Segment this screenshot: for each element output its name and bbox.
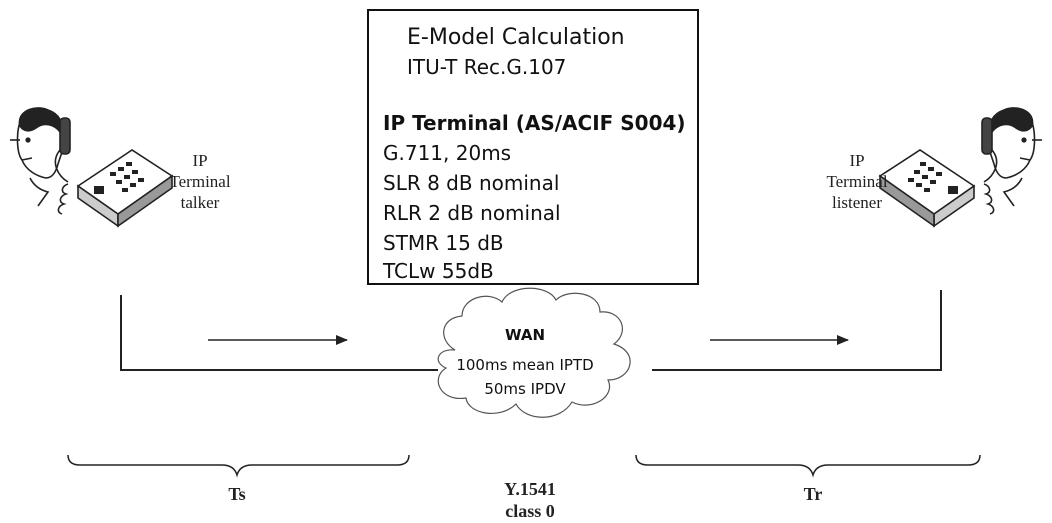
- network-class-label: Y.1541 class 0: [470, 478, 590, 522]
- cloud-icon: [437, 287, 631, 418]
- listener-label-line: IP: [849, 151, 865, 170]
- param-line: G.711, 20ms: [383, 141, 512, 165]
- listener-label: IP Terminal listener: [797, 150, 917, 213]
- ts-label: Ts: [228, 484, 246, 504]
- talker-label-line: Terminal: [169, 172, 231, 191]
- tr-brace: [635, 454, 981, 478]
- info-box-subtitle: ITU-T Rec.G.107: [407, 55, 567, 79]
- talker-label-line: talker: [180, 193, 220, 212]
- network-class-line1: Y.1541: [504, 479, 556, 499]
- param-line: RLR 2 dB nominal: [383, 201, 561, 225]
- wan-ipdv: 50ms IPDV: [484, 380, 566, 398]
- param-line: SLR 8 dB nominal: [383, 171, 560, 195]
- terminal-title: IP Terminal (AS/ACIF S004): [383, 111, 686, 135]
- tr-label: Tr: [803, 484, 823, 504]
- network-class-line2: class 0: [505, 501, 555, 521]
- listener-label-line: Terminal: [826, 172, 888, 191]
- left-person-on-phone-icon: [10, 107, 174, 228]
- info-box-title: E-Model Calculation: [407, 25, 625, 50]
- connection-path: [120, 290, 942, 371]
- ts-brace: [67, 454, 410, 478]
- e-model-info-box: E-Model Calculation ITU-T Rec.G.107 IP T…: [367, 9, 699, 285]
- right-person-on-phone-icon: [878, 107, 1042, 228]
- listener-label-line: listener: [831, 193, 883, 212]
- param-line: TCLw 55dB: [383, 259, 494, 283]
- wan-iptd: 100ms mean IPTD: [456, 356, 594, 374]
- wan-title: WAN: [504, 326, 546, 344]
- param-line: STMR 15 dB: [383, 231, 504, 255]
- talker-label: IP Terminal talker: [140, 150, 260, 213]
- talker-label-line: IP: [192, 151, 208, 170]
